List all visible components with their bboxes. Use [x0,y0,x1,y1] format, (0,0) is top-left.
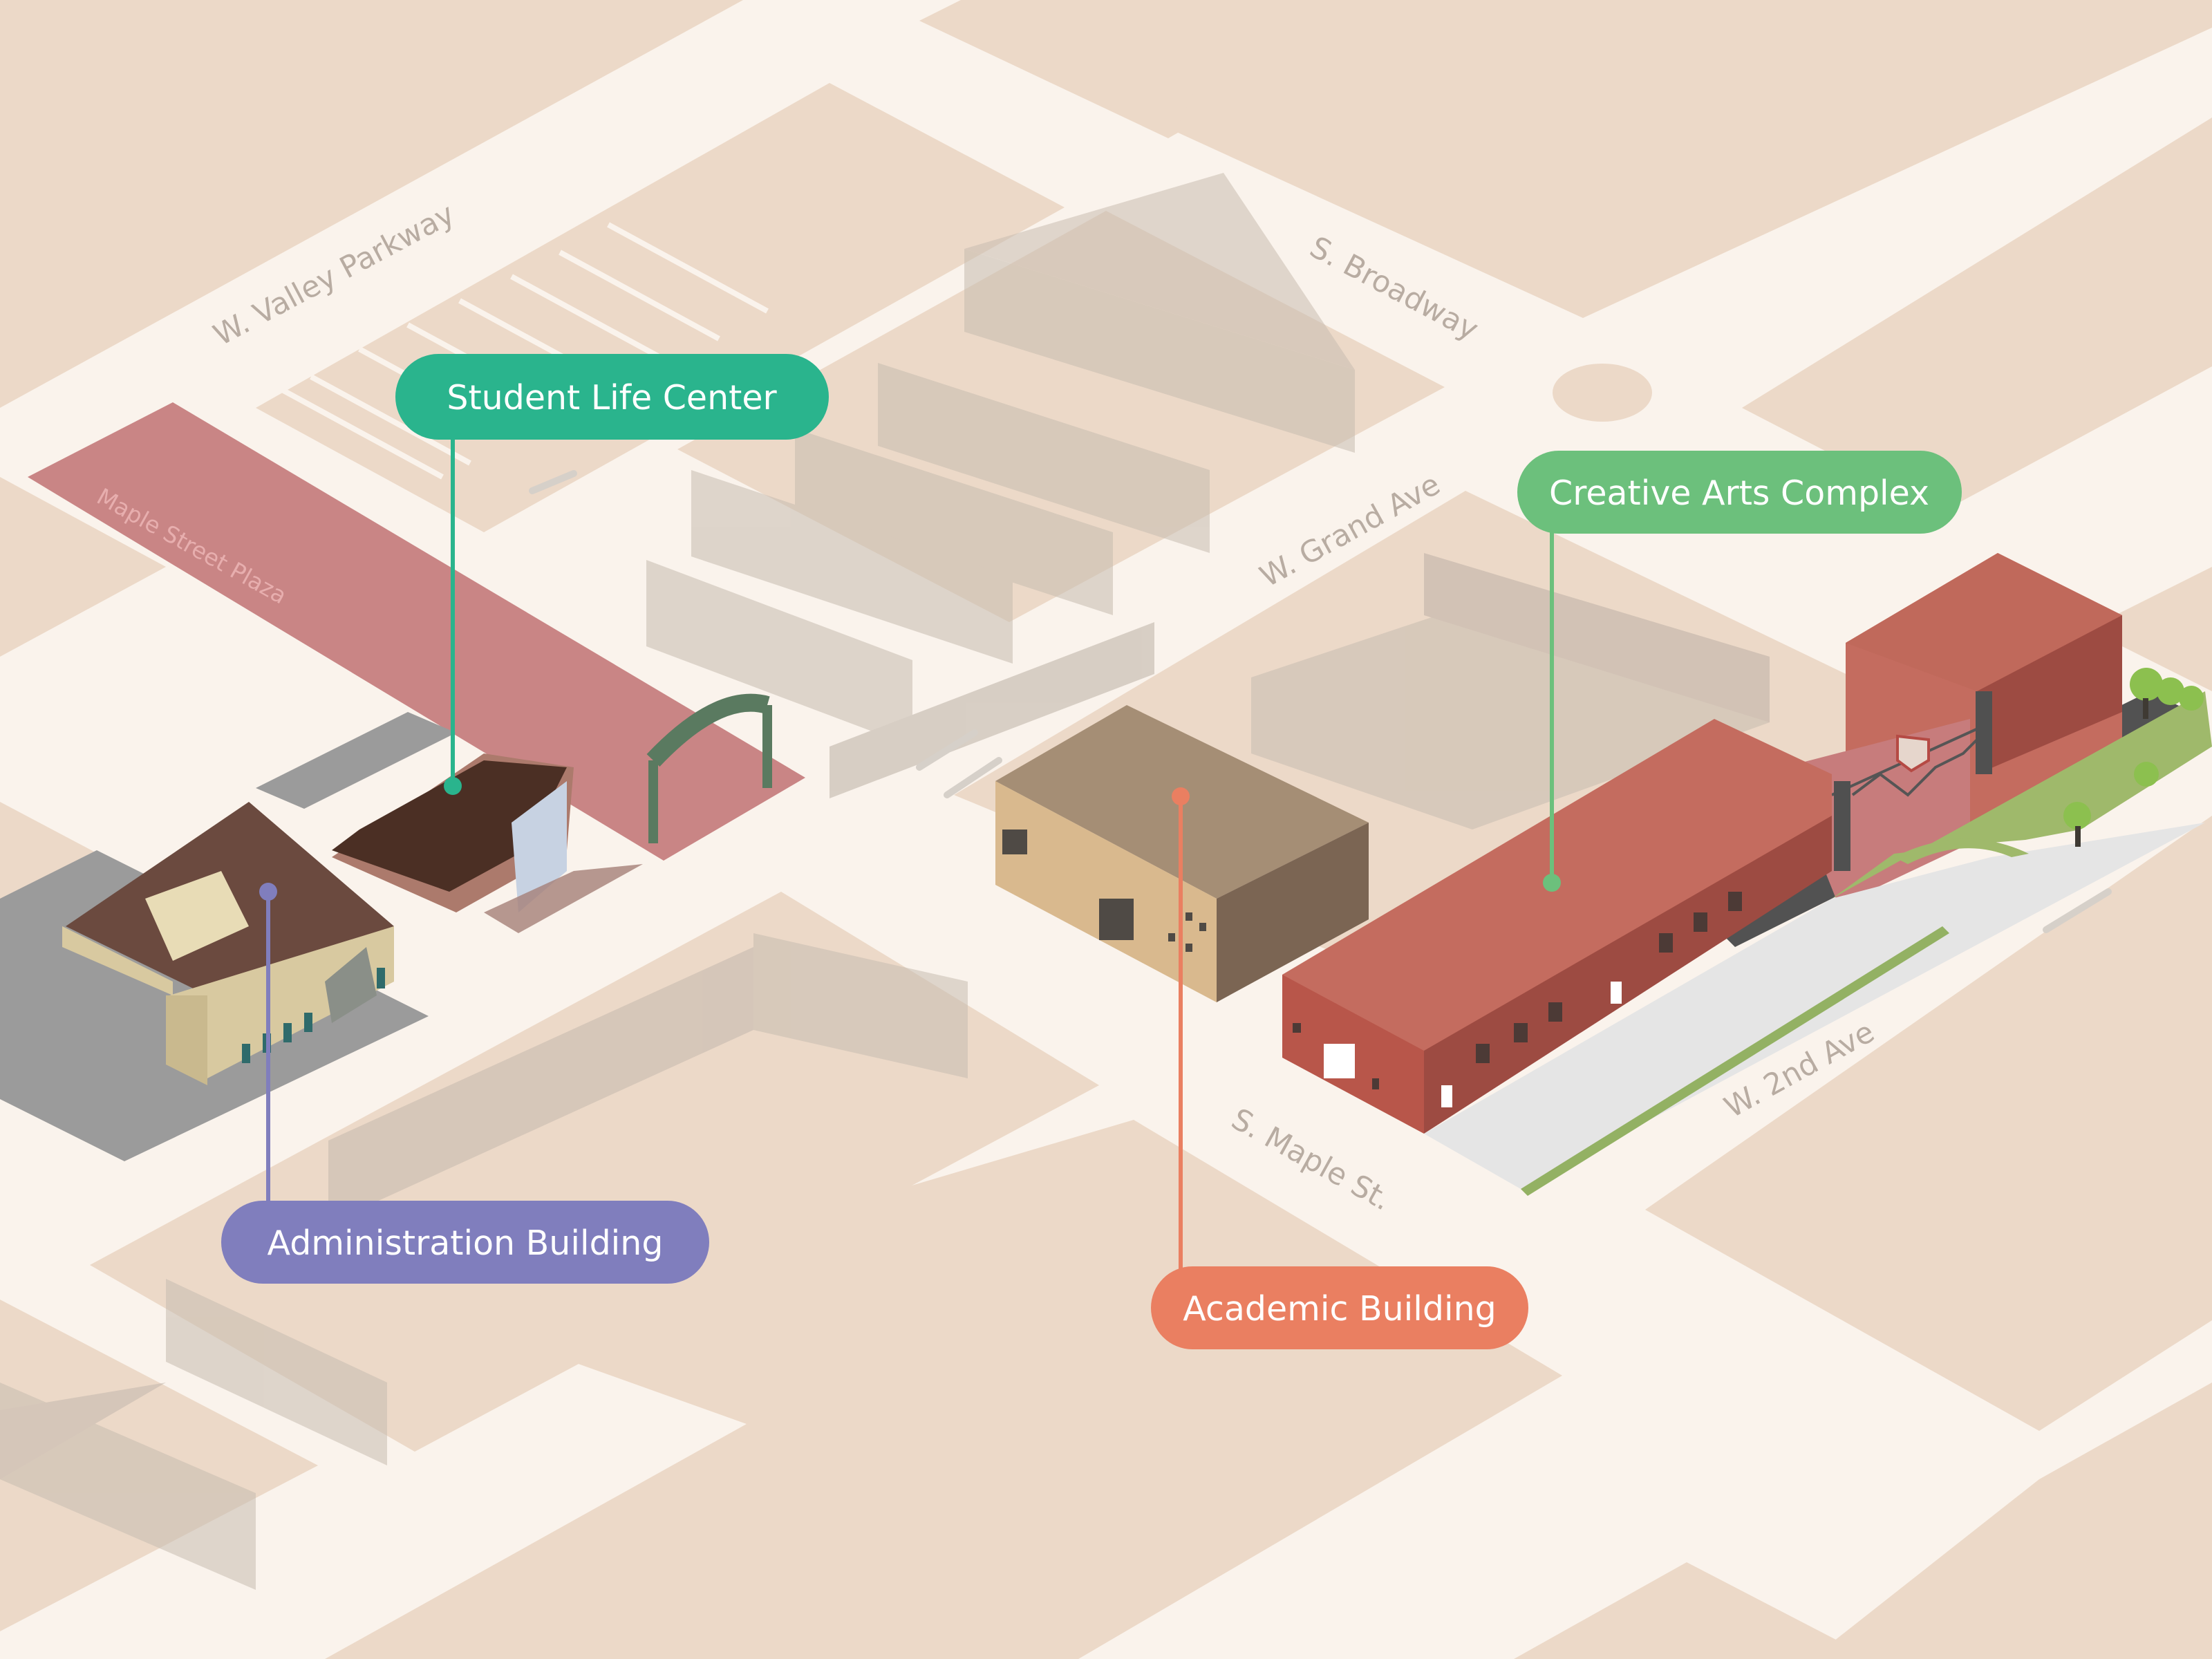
callout-administration-building[interactable]: Administration Building [221,1201,709,1284]
city-block [1811,1382,2212,1659]
callout-pill-administration[interactable] [221,1201,709,1284]
city-block [1175,0,2212,318]
callout-label-administration: Administration Building [268,1224,664,1263]
city-block [0,0,743,408]
marker-administration [259,883,277,901]
city-block [2088,567,2212,691]
city-block [1514,1562,1873,1659]
context-buildings [0,173,1770,1590]
callout-creative-arts-complex[interactable]: Creative Arts Complex [1517,451,1962,534]
marker-academic [1172,787,1190,805]
student-life-center-model [332,753,643,933]
marker-creative-arts [1543,874,1561,892]
callout-student-life-center[interactable]: Student Life Center [395,354,829,440]
city-block [0,477,166,657]
callout-label-academic: Academic Building [1183,1289,1497,1329]
city-block [1742,118,2212,512]
callout-pill-student-life[interactable] [395,354,829,440]
city-block [325,1120,1562,1659]
maple-street-plaza [28,402,805,861]
callout-pill-creative-arts[interactable] [1517,451,1962,534]
campus-grounds [1424,668,2212,1196]
traffic-direction-arrow-icon [529,470,2112,933]
city-block [1645,816,2212,1431]
crest-gate-icon [1896,734,1930,773]
callout-leaders [259,415,1561,1279]
administration-building-model [0,712,456,1161]
callout-academic-building[interactable]: Academic Building [1151,1266,1528,1349]
plaza-arch [646,693,772,843]
callout-pill-academic[interactable] [1151,1266,1528,1349]
creative-arts-complex-model [1282,553,2205,1134]
roundabout-island [1553,364,1652,422]
callout-label-creative-arts: Creative Arts Complex [1549,474,1929,513]
marker-student-life [444,777,462,795]
callout-label-student-life: Student Life Center [447,378,777,418]
